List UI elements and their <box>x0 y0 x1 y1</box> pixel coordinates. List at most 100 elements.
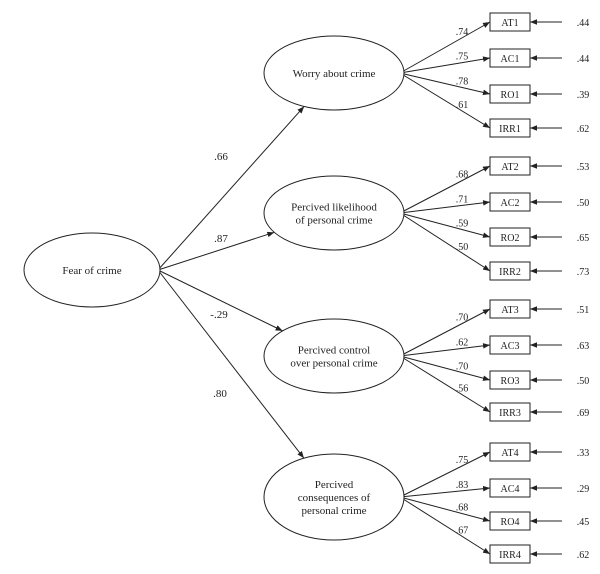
factor-label-line: personal crime <box>301 505 366 517</box>
loading-arrow <box>399 496 491 555</box>
error-variance-label: .63 <box>577 341 590 352</box>
indicator-box <box>489 84 531 104</box>
factor-loading-label: .75 <box>456 52 469 63</box>
latent-factor-ellipse <box>263 35 405 111</box>
loading-arrow <box>399 200 491 214</box>
indicator-box <box>489 192 531 212</box>
factor-loading-label: .62 <box>456 337 469 348</box>
indicator-label: IRR1 <box>499 124 521 135</box>
factor-label-line: of personal crime <box>296 215 373 227</box>
indicator-label: AT3 <box>501 305 518 316</box>
indicator-label: AT1 <box>501 18 518 29</box>
error-variance-label: .62 <box>577 124 590 135</box>
indicator-box <box>489 402 531 422</box>
indicator-box <box>489 544 531 564</box>
loading-arrow <box>399 72 491 96</box>
indicator-box <box>489 261 531 281</box>
indicator-box <box>489 442 531 462</box>
factor-label-line: Percived <box>315 479 354 491</box>
path-coefficient-label: .87 <box>214 233 228 245</box>
error-variance-label: .51 <box>577 305 590 316</box>
indicator-label: RO2 <box>501 233 520 244</box>
indicator-box <box>489 370 531 390</box>
loading-arrow <box>399 56 491 74</box>
factor-loading-label: .71 <box>456 194 469 205</box>
factor-label-line: consequences of <box>298 492 371 504</box>
error-variance-label: .33 <box>577 448 590 459</box>
factor-loading-label: .74 <box>456 27 469 38</box>
structural-path-arrow <box>157 106 305 271</box>
loading-arrow <box>399 355 491 381</box>
indicator-label: AC3 <box>501 341 520 352</box>
factor-loading-label: .68 <box>456 170 469 181</box>
indicator-label: AT4 <box>501 448 518 459</box>
loading-arrow <box>399 308 491 357</box>
indicator-label: AT2 <box>501 162 518 173</box>
loading-arrow <box>399 343 491 357</box>
indicator-box <box>489 48 531 68</box>
path-coefficient-label: .66 <box>214 151 228 163</box>
latent-factor-ellipse <box>263 318 405 394</box>
error-variance-label: .29 <box>577 484 590 495</box>
factor-loading-label: .70 <box>456 313 469 324</box>
factor-label-line: Percived likelihood <box>291 202 377 214</box>
factor-loading-label: .68 <box>456 503 469 514</box>
path-coefficient-label: .80 <box>213 388 227 400</box>
indicator-box <box>489 12 531 32</box>
factor-loading-label: .67 <box>456 525 469 536</box>
path-coefficient-label: -.29 <box>210 309 228 321</box>
indicator-label: RO1 <box>501 90 520 101</box>
indicator-box <box>489 227 531 247</box>
error-variance-label: .45 <box>577 517 590 528</box>
factor-loading-label: .61 <box>456 100 469 111</box>
error-variance-label: .73 <box>577 267 590 278</box>
loading-arrow <box>399 496 491 522</box>
latent-factor-ellipse <box>263 175 405 251</box>
error-variance-label: .44 <box>577 18 590 29</box>
structural-path-arrow <box>157 269 305 459</box>
loading-arrow <box>399 212 491 238</box>
loading-arrow <box>399 212 491 272</box>
factor-label-line: Percived control <box>298 345 370 357</box>
factor-loading-label: .50 <box>456 242 469 253</box>
loading-arrow <box>399 355 491 413</box>
indicator-label: AC4 <box>501 484 520 495</box>
indicator-label: AC2 <box>501 198 520 209</box>
indicator-box <box>489 299 531 319</box>
indicator-label: IRR3 <box>499 408 521 419</box>
error-variance-label: .53 <box>577 162 590 173</box>
loading-arrow <box>399 72 491 129</box>
error-variance-label: .65 <box>577 233 590 244</box>
factor-label-line: over personal crime <box>290 358 377 370</box>
structural-path-arrow <box>157 269 283 332</box>
loading-arrow <box>399 451 491 498</box>
factor-loading-label: .59 <box>456 219 469 230</box>
indicator-label: IRR2 <box>499 267 521 278</box>
error-variance-label: .50 <box>577 198 590 209</box>
factor-loading-label: .83 <box>456 480 469 491</box>
latent-factor-ellipse <box>263 453 405 541</box>
indicator-box <box>489 511 531 531</box>
factor-label-line: Worry about crime <box>293 68 376 80</box>
error-variance-label: .50 <box>577 376 590 387</box>
indicator-label: IRR4 <box>499 550 521 561</box>
fear-of-crime-label: Fear of crime <box>62 265 121 277</box>
factor-loading-label: .78 <box>456 76 469 87</box>
structural-path-arrow <box>157 231 275 271</box>
error-variance-label: .69 <box>577 408 590 419</box>
error-variance-label: .39 <box>577 90 590 101</box>
error-variance-label: .44 <box>577 54 590 65</box>
fear-of-crime-ellipse <box>23 232 161 308</box>
indicator-box <box>489 118 531 138</box>
loading-arrow <box>399 21 491 74</box>
loading-arrow <box>399 485 491 498</box>
indicator-label: RO4 <box>501 517 520 528</box>
indicator-label: AC1 <box>501 54 520 65</box>
indicator-label: RO3 <box>501 376 520 387</box>
loading-arrow <box>399 165 491 214</box>
indicator-box <box>489 156 531 176</box>
factor-loading-label: .75 <box>456 455 469 466</box>
factor-loading-label: .56 <box>456 384 469 395</box>
indicator-box <box>489 335 531 355</box>
factor-loading-label: .70 <box>456 362 469 373</box>
